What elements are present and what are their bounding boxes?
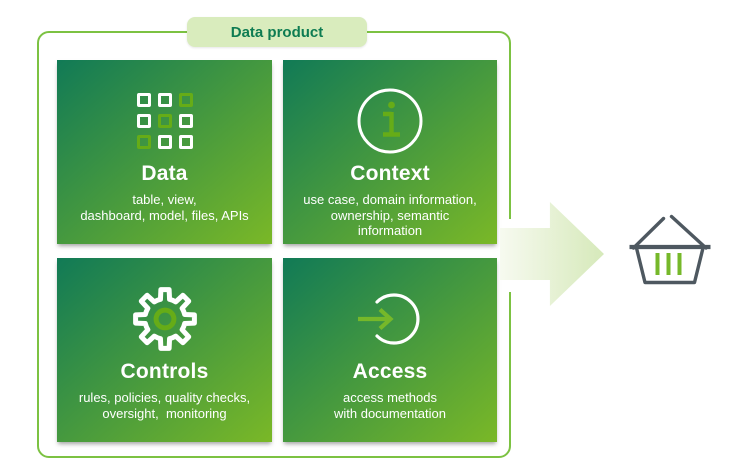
box-subtitle: rules, policies, quality checks, oversig… (78, 390, 251, 421)
grid-square-green (157, 114, 172, 128)
grid-square-green (178, 93, 193, 107)
info-circle-icon (355, 84, 425, 158)
grid-square (157, 135, 172, 149)
arrow-into-circle-icon (354, 282, 426, 356)
info-circle-icon-svg (357, 88, 423, 154)
gear-icon (127, 282, 203, 356)
box-context: Context use case, domain information, ow… (283, 60, 497, 244)
data-product-label: Data product (187, 17, 367, 47)
grid-square (136, 93, 151, 107)
grid-square (178, 135, 193, 149)
box-title: Data (141, 162, 188, 185)
box-controls: Controls rules, policies, quality checks… (57, 258, 272, 442)
grid-square (136, 114, 151, 128)
box-subtitle: access methods with documentation (333, 390, 446, 421)
box-subtitle: use case, domain information, ownership,… (303, 192, 477, 239)
grid-square (178, 114, 193, 128)
data-product-label-text: Data product (230, 23, 324, 41)
shopping-basket-icon (629, 214, 711, 285)
box-data: Data table, view, dashboard, model, file… (57, 60, 272, 244)
grid-squares-icon (136, 84, 193, 158)
box-title: Controls (120, 360, 209, 383)
grid-squares (136, 93, 193, 149)
arrow-into-circle-icon-svg (358, 293, 420, 345)
grid-square-green (136, 135, 151, 149)
box-title: Context (350, 162, 430, 185)
box-title: Access (352, 360, 428, 383)
box-access: Access access methods with documentation (283, 258, 497, 442)
grid-square (157, 93, 172, 107)
gear-icon-svg (132, 287, 197, 351)
box-subtitle: table, view, dashboard, model, files, AP… (80, 192, 249, 223)
